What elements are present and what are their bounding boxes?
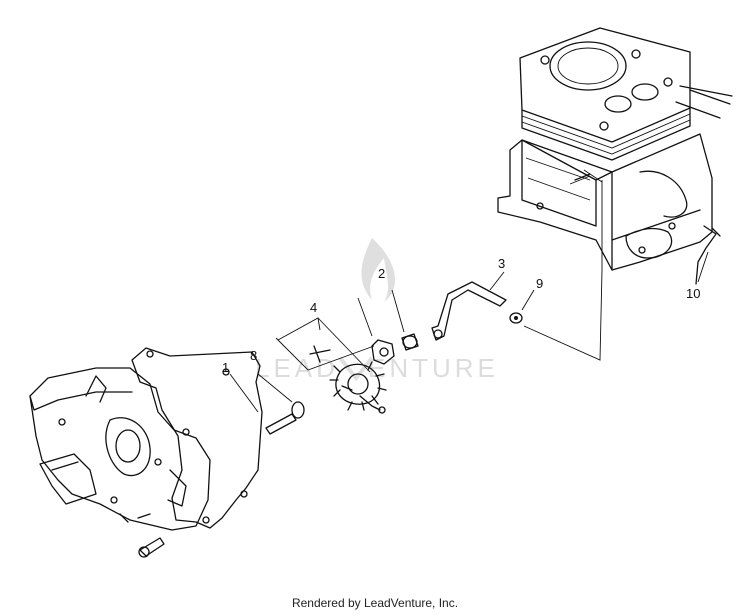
pin-part-1 (265, 413, 297, 435)
callout-3: 3 (498, 256, 505, 271)
governor-assembly-part-4 (309, 339, 395, 414)
callout-9: 9 (536, 276, 543, 291)
shaft-part-3 (431, 281, 507, 341)
cover-bolt (138, 537, 165, 558)
crankcase-cover (29, 367, 211, 531)
watermark-logo: LEAD ENTURE (255, 238, 499, 383)
exploded-parts-diagram: LEAD ENTURE (29, 27, 733, 558)
gasket (131, 347, 263, 529)
callout-2: 2 (378, 266, 385, 281)
svg-text:LEAD: LEAD (255, 353, 339, 383)
callout-1: 1 (222, 360, 229, 375)
washer-part-9 (509, 312, 523, 324)
washer-part-8 (291, 401, 305, 419)
callout-10: 10 (686, 286, 700, 301)
callout-4: 4 (310, 300, 317, 315)
callout-8: 8 (250, 348, 257, 363)
footer-credit: Rendered by LeadVenture, Inc. (291, 596, 459, 610)
svg-text:ENTURE: ENTURE (368, 353, 499, 383)
callout-labels: 1 2 3 4 8 9 10 (222, 256, 700, 375)
engine-block (497, 27, 733, 285)
bushing-part-2 (401, 333, 419, 351)
leader-lines (229, 169, 709, 413)
